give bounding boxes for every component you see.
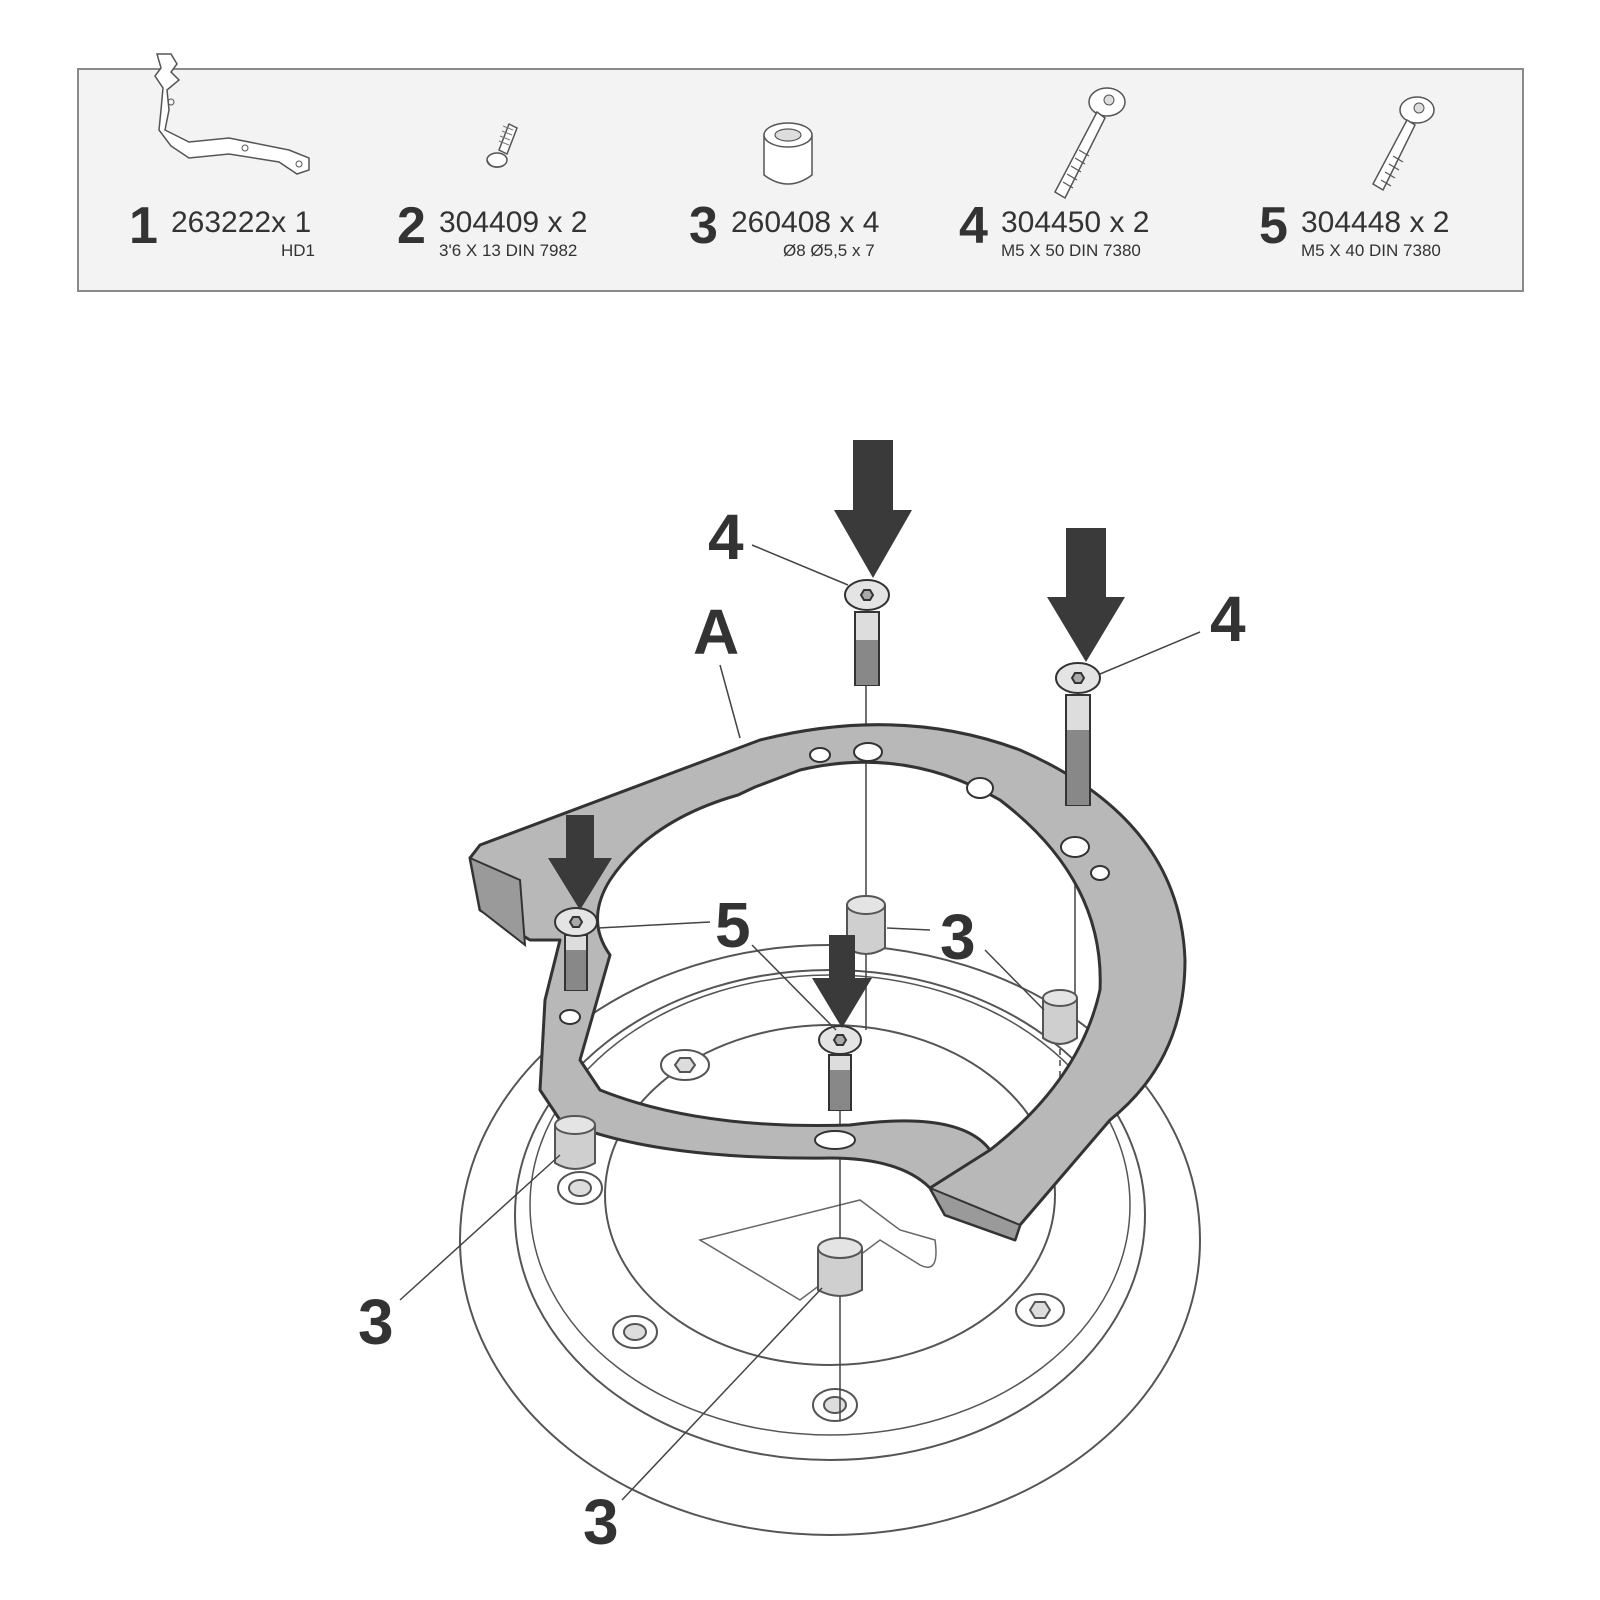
part-number: 1 [129, 197, 158, 255]
part-number: 3 [689, 197, 718, 255]
bracket-plate-icon [154, 53, 310, 175]
down-arrow [1047, 528, 1125, 662]
part-code: 304450 x 2 [1001, 206, 1150, 239]
part-spec: 3'6 X 13 DIN 7982 [439, 241, 578, 260]
spacer [846, 895, 886, 915]
spacers [554, 895, 1078, 1297]
part-spec: HD1 [281, 241, 316, 260]
down-arrow [812, 935, 872, 1028]
part-code: 263222x 1 [171, 206, 312, 239]
part-code: 304409 x 2 [439, 206, 588, 239]
down-arrow [834, 440, 912, 578]
spacer [554, 1115, 596, 1135]
bracket-a [468, 723, 1187, 1242]
part-spec: M5 X 40 DIN 7380 [1301, 241, 1441, 260]
part-spec: M5 X 50 DIN 7380 [1001, 241, 1141, 260]
bolt-m5x50-left [844, 579, 890, 686]
bolt-m5x50-right [1055, 662, 1101, 806]
part-spec: Ø8 Ø5,5 x 7 [783, 241, 875, 260]
bracket-a-end-left [468, 856, 527, 948]
spacer [817, 1237, 863, 1259]
callout-spacer-3-bottom: 3 [583, 1486, 619, 1558]
spacer [1042, 989, 1078, 1007]
part-number: 5 [1259, 197, 1288, 255]
bolt-m5x40-center [818, 1025, 862, 1111]
part-number: 4 [959, 197, 988, 255]
screw-icon [486, 122, 518, 168]
callout-bracket-a: A [693, 596, 740, 668]
callout-bolt-5: 5 [715, 889, 751, 961]
callout-bolt-4-right: 4 [1210, 583, 1246, 655]
part-code: 260408 x 4 [731, 206, 880, 239]
spacer [554, 1125, 596, 1170]
flange-holes [557, 1049, 1065, 1422]
leader-lines [399, 544, 1201, 1501]
callout-bolt-4-left: 4 [708, 501, 744, 573]
bracket-holes [559, 742, 1110, 1150]
part-number: 2 [397, 197, 426, 255]
parts-list-panel: 1 263222x 1 HD1 2 304409 x 2 3'6 X 13 DI… [77, 53, 1524, 292]
fuel-cap-outline [698, 1199, 937, 1301]
insertion-arrows [548, 440, 1125, 1028]
bolt-m5x50-icon [1054, 87, 1126, 200]
down-arrow [548, 815, 612, 910]
bolts [554, 579, 1101, 1111]
bracket-a-end-right [927, 1185, 1022, 1242]
bolt-m5x40-icon [1372, 96, 1435, 192]
callout-spacer-3-left: 3 [358, 1286, 394, 1358]
spacer-icon [763, 122, 813, 185]
spacer [817, 1248, 863, 1297]
bolt-m5x40-left [554, 907, 598, 991]
part-code: 304448 x 2 [1301, 206, 1450, 239]
spacer [1042, 998, 1078, 1045]
callout-spacer-3-right: 3 [940, 901, 976, 973]
